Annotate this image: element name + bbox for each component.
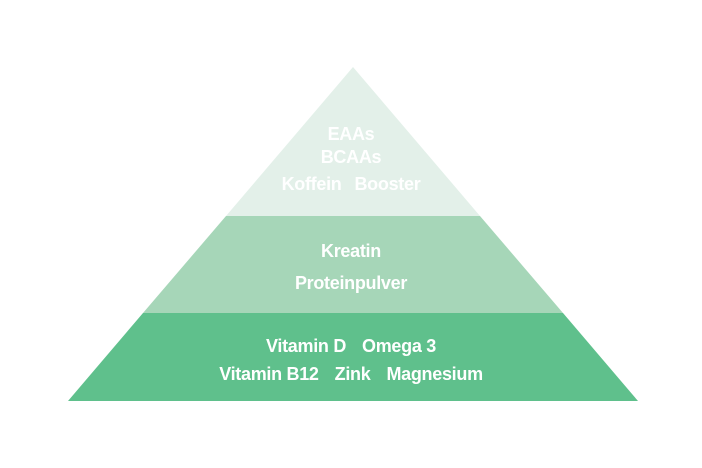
pyramid-tier-bottom-shape: [68, 313, 638, 401]
pyramid-tier-top-shape: [226, 67, 480, 216]
pyramid-tier-middle-shape: [143, 216, 563, 313]
